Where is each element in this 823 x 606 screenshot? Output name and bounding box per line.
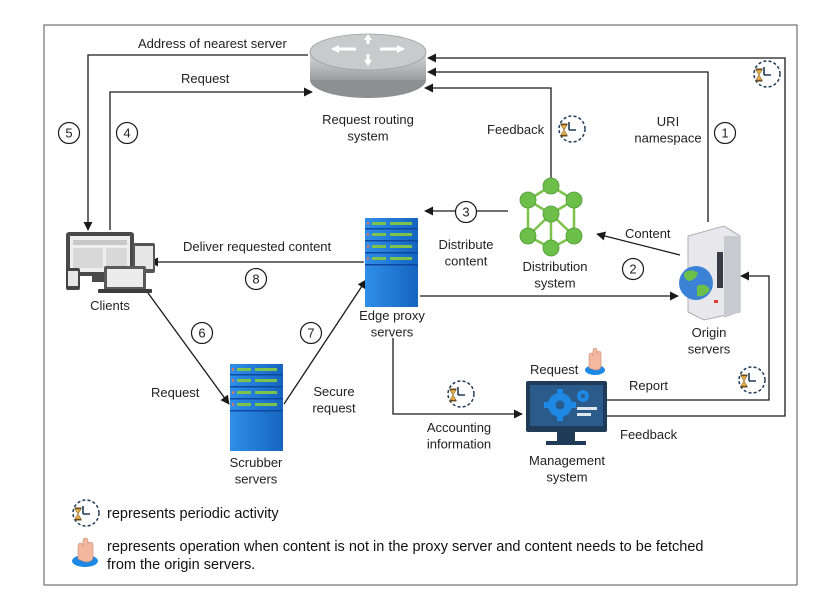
step-number: 8 (252, 272, 259, 287)
legend-periodic-text: represents periodic activity (107, 506, 279, 522)
periodic-clock-icon (753, 60, 781, 88)
edge-proxy-servers-icon (365, 218, 418, 307)
step-marker-1: 1 (713, 121, 737, 145)
edge-content (596, 231, 681, 256)
clients-label: Clients (90, 298, 130, 313)
step-marker-7: 7 (299, 321, 323, 345)
edge-report (607, 271, 770, 401)
edge-request-to-router (109, 87, 313, 230)
scrubber-servers-icon (230, 364, 283, 451)
step-number: 7 (307, 326, 314, 341)
periodic-clock-icon (558, 115, 586, 143)
edge-feedback-distribution (424, 83, 552, 178)
step-number: 1 (721, 126, 728, 141)
legend-hand-icon (72, 537, 98, 567)
diagram-frame (43, 24, 798, 586)
periodic-clock-icon (738, 366, 766, 394)
step-marker-2: 2 (621, 257, 645, 281)
feedback-bottom-label: Feedback (620, 427, 678, 442)
legend-clock-icon (72, 499, 100, 527)
step-marker-5: 5 (57, 121, 81, 145)
connectors (83, 53, 786, 419)
edge-feedback-management (427, 53, 786, 417)
step-marker-8: 8 (244, 267, 268, 291)
step-number: 2 (629, 262, 636, 277)
step-marker-3: 3 (454, 200, 478, 224)
content-label: Content (625, 226, 671, 241)
origin-servers-icon (679, 225, 741, 321)
step-number: 5 (65, 126, 72, 141)
edge-address-of-nearest-server (83, 54, 308, 231)
router-icon (309, 33, 427, 98)
step-marker-6: 6 (190, 321, 214, 345)
edge-accounting-information (392, 338, 523, 419)
periodic-clock-icon (447, 380, 475, 408)
step-number: 3 (462, 205, 469, 220)
step-marker-4: 4 (115, 121, 139, 145)
edge-request-scrubber (147, 292, 230, 405)
request-mgmt-label: Request (530, 362, 579, 377)
deliver-label: Deliver requested content (183, 239, 332, 254)
request-top-label: Request (181, 71, 230, 86)
address-label: Address of nearest server (138, 36, 288, 51)
report-label: Report (629, 378, 668, 393)
hand-icon (585, 347, 605, 375)
step-number: 4 (123, 126, 130, 141)
feedback-top-label: Feedback (487, 122, 545, 137)
request-left-label: Request (151, 385, 200, 400)
edge-secure-request (283, 279, 367, 405)
management-system-icon (526, 381, 607, 445)
step-markers: 1 2 3 4 5 6 7 8 (57, 121, 737, 345)
legend-ondemand-text: represents operation when content is not… (107, 539, 704, 573)
edge-uri-namespace (427, 67, 709, 222)
step-number: 6 (198, 326, 205, 341)
clients-icon (66, 232, 155, 293)
distribution-system-icon (519, 177, 583, 257)
